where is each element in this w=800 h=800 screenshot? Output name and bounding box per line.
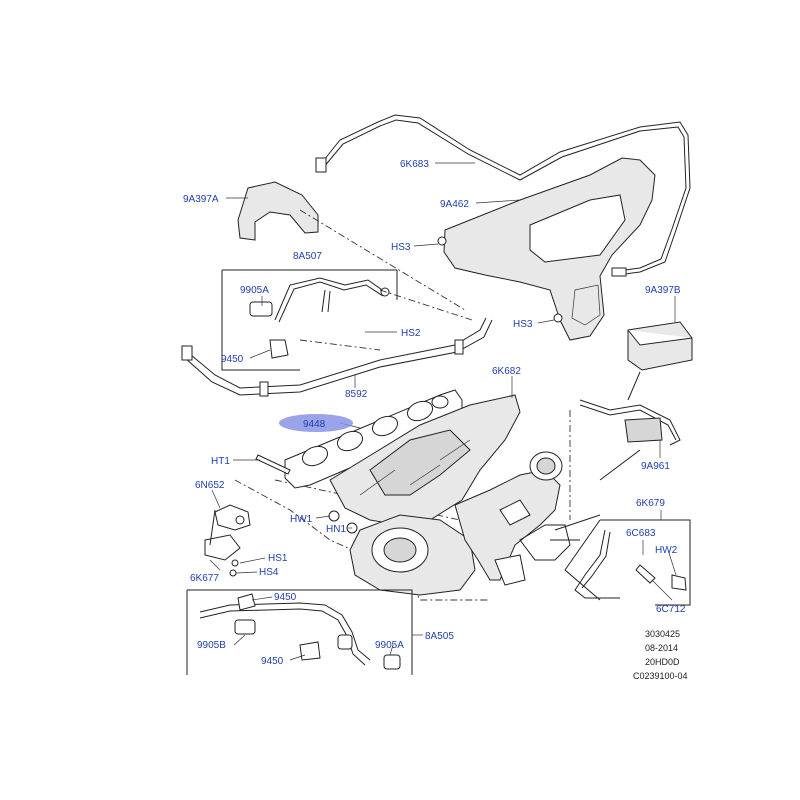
part-labels: 6K683 9A397A 9A462 8A507 HS3 9905A 9A397… xyxy=(183,159,686,667)
label-hs1[interactable]: HS1 xyxy=(268,553,288,564)
label-hs3-mid[interactable]: HS3 xyxy=(513,319,533,330)
label-9448[interactable]: 9448 xyxy=(303,419,326,430)
label-9905a-top[interactable]: 9905A xyxy=(240,285,269,296)
label-9450-bot1[interactable]: 9450 xyxy=(274,592,297,603)
label-leaders xyxy=(209,162,677,661)
label-6k677[interactable]: 6K677 xyxy=(190,573,219,584)
label-9a397a[interactable]: 9A397A xyxy=(183,194,219,205)
label-8592[interactable]: 8592 xyxy=(345,389,368,400)
label-6n652[interactable]: 6N652 xyxy=(195,480,225,491)
box-6k679 xyxy=(564,519,691,606)
label-hs2[interactable]: HS2 xyxy=(401,328,421,339)
label-9450-top[interactable]: 9450 xyxy=(221,354,244,365)
reference-number: 3030425 xyxy=(645,629,680,639)
bracket-6n652-6k677 xyxy=(204,504,251,577)
label-6k682[interactable]: 6K682 xyxy=(492,366,521,377)
box-8a505 xyxy=(186,589,413,675)
highlight-9448 xyxy=(279,414,353,432)
label-8a505[interactable]: 8A505 xyxy=(425,631,454,642)
label-ht1[interactable]: HT1 xyxy=(211,456,230,467)
heat-shield-9a462 xyxy=(437,157,656,341)
pipe-8592 xyxy=(181,317,493,397)
reference-code: 20HD0D xyxy=(645,657,680,667)
label-9a961[interactable]: 9A961 xyxy=(641,461,670,472)
label-9905b[interactable]: 9905B xyxy=(197,640,226,651)
label-6c683[interactable]: 6C683 xyxy=(626,528,656,539)
exhaust-manifold-6k682 xyxy=(329,394,521,526)
reference-block: 3030425 08-2014 20HD0D C0239100-04 xyxy=(633,629,688,681)
label-6k679[interactable]: 6K679 xyxy=(636,498,665,509)
label-hn1[interactable]: HN1 xyxy=(326,524,346,535)
reference-illustration-id: C0239100-04 xyxy=(633,671,688,681)
label-9a397b[interactable]: 9A397B xyxy=(645,285,681,296)
label-9905a-bot[interactable]: 9905A xyxy=(375,640,404,651)
label-6c712[interactable]: 6C712 xyxy=(656,604,686,615)
heat-shield-9a397a xyxy=(237,181,319,241)
label-6k683[interactable]: 6K683 xyxy=(400,159,429,170)
reference-date: 08-2014 xyxy=(645,643,678,653)
label-9450-bot2[interactable]: 9450 xyxy=(261,656,284,667)
label-hs3-top[interactable]: HS3 xyxy=(391,242,411,253)
solenoid-9a397b xyxy=(627,321,693,401)
label-hw1[interactable]: HW1 xyxy=(290,514,313,525)
gasket-9448 xyxy=(284,389,463,489)
label-hs4[interactable]: HS4 xyxy=(259,567,279,578)
turbocharger xyxy=(349,451,601,596)
label-8a507[interactable]: 8A507 xyxy=(293,251,322,262)
box-8a507 xyxy=(221,269,398,371)
label-9a462[interactable]: 9A462 xyxy=(440,199,469,210)
stud-ht1 xyxy=(255,454,291,475)
pipe-6k683 xyxy=(315,114,691,277)
label-hw2[interactable]: HW2 xyxy=(655,545,678,556)
vacuum-9a961 xyxy=(579,399,681,481)
